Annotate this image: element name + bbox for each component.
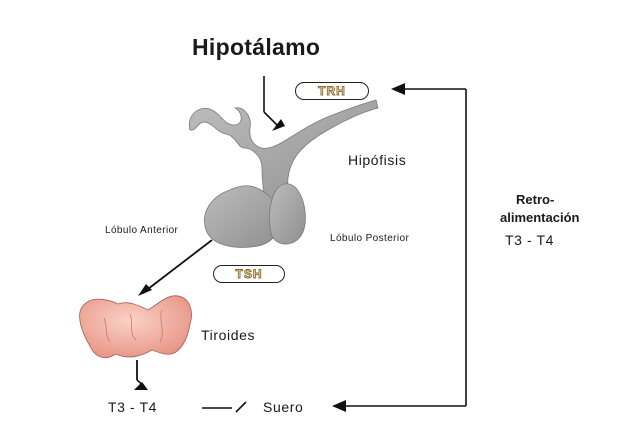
t3t4-to-suero-line xyxy=(202,402,246,412)
tsh-badge: TSH xyxy=(213,265,285,283)
feedback-label-line1: Retro- xyxy=(516,192,554,207)
pituitary-gland xyxy=(189,100,378,247)
hypothalamus-pointer xyxy=(264,76,285,131)
posterior-lobe xyxy=(269,184,305,244)
thyroid-gland xyxy=(80,296,192,358)
feedback-t3t4-label: T3 - T4 xyxy=(505,232,554,248)
t3t4-label: T3 - T4 xyxy=(108,399,157,415)
feedback-arrow-suero xyxy=(332,400,346,412)
feedback-label-line2: alimentación xyxy=(500,210,579,225)
tiroides-label: Tiroides xyxy=(201,327,255,343)
feedback-loop xyxy=(332,83,466,412)
page-title: Hipotálamo xyxy=(192,34,320,61)
lobulo-posterior-label: Lóbulo Posterior xyxy=(330,233,409,244)
suero-label: Suero xyxy=(263,399,303,415)
trh-badge: TRH xyxy=(295,82,369,100)
thyroid-to-t3t4-arrow xyxy=(134,360,148,390)
lobulo-anterior-label: Lóbulo Anterior xyxy=(105,225,178,236)
anterior-to-thyroid-arrow xyxy=(138,240,212,296)
hipofisis-label: Hipófisis xyxy=(348,152,406,168)
feedback-arrow-trh xyxy=(391,83,405,95)
